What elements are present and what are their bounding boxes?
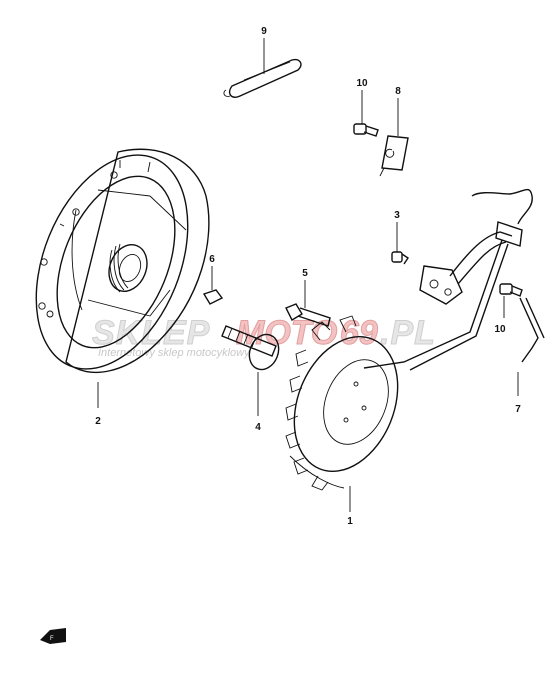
woodruff-key xyxy=(202,266,224,305)
part-label-7: 7 xyxy=(515,404,521,415)
pickup-coil-harness xyxy=(363,188,533,371)
part-label-2: 2 xyxy=(95,416,101,427)
screw-pickup xyxy=(391,222,409,265)
part-label-9: 9 xyxy=(261,26,267,37)
watermark-brand-c: 69 xyxy=(340,314,378,352)
flywheel-rotor xyxy=(35,148,210,408)
bolt-upper xyxy=(353,90,379,137)
part-label-4: 4 xyxy=(255,422,261,433)
bracket-small xyxy=(379,98,409,177)
watermark-tagline: Internetowy sklep motocyklowy xyxy=(98,347,251,359)
watermark-brand-a: SKLEP xyxy=(92,314,210,352)
wire-clamp-right xyxy=(517,297,545,396)
part-label-6: 6 xyxy=(209,254,215,265)
stator xyxy=(285,315,399,512)
part-label-1: 1 xyxy=(347,516,353,527)
bolt-right xyxy=(499,283,523,318)
wire-clamp-strap xyxy=(223,38,302,98)
front-arrow-icon: F xyxy=(40,628,66,644)
part-label-10-right: 10 xyxy=(494,324,506,335)
watermark: SKLEP MOTO 69 .PL Internetowy sklep moto… xyxy=(92,314,436,360)
watermark-brand-d: .PL xyxy=(380,314,436,352)
part-label-3: 3 xyxy=(394,210,400,221)
part-label-5: 5 xyxy=(302,268,308,279)
flywheel-bolt xyxy=(221,325,280,416)
part-label-10-upper: 10 xyxy=(356,78,368,89)
svg-text:F: F xyxy=(50,636,54,642)
part-label-8: 8 xyxy=(395,86,401,97)
bolt-stator xyxy=(285,280,331,327)
